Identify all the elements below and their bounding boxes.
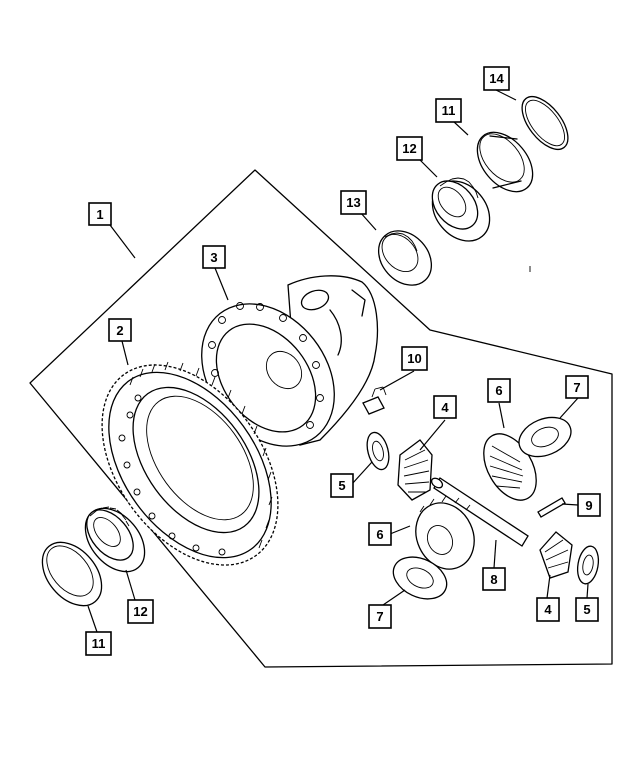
part-roller-bearing-top	[431, 177, 491, 242]
part-thrust-washer-right	[518, 416, 572, 458]
callout-label: 11	[442, 103, 456, 118]
callout-4-right: 4	[536, 597, 560, 622]
callout-label: 4	[441, 400, 449, 415]
callout-6-left: 6	[368, 522, 392, 546]
callout-1: 1	[88, 202, 112, 226]
part-pinion-gear-left	[397, 439, 433, 501]
part-pinion-gear-right	[539, 531, 573, 579]
callout-label: 1	[96, 207, 103, 222]
part-thrust-washer-right-small	[576, 545, 600, 585]
callout-label: 9	[585, 498, 592, 513]
callout-label: 2	[116, 323, 123, 338]
part-side-gear-left	[415, 495, 475, 570]
callout-label: 7	[376, 609, 383, 624]
part-ring-gear	[101, 361, 279, 566]
part-thrust-washer-left	[366, 431, 390, 471]
callout-11-top: 11	[435, 98, 462, 123]
callout-label: 6	[495, 383, 502, 398]
callout-label: 8	[490, 572, 497, 587]
callout-label: 11	[92, 636, 106, 651]
part-snap-ring	[521, 96, 569, 150]
callout-label: 13	[346, 195, 360, 210]
part-roller-bearing-bottom	[84, 506, 146, 573]
callout-14: 14	[483, 66, 510, 91]
part-thrust-washer-bottom	[392, 556, 448, 600]
callout-12-top: 12	[396, 136, 423, 161]
callout-label: 3	[210, 250, 217, 265]
callout-label: 12	[133, 604, 147, 619]
callout-7-bottom: 7	[368, 604, 392, 629]
callout-9: 9	[577, 493, 601, 517]
callout-label: 10	[407, 351, 421, 366]
callout-label: 14	[489, 71, 504, 86]
ring-gear-bolt-holes	[118, 394, 226, 556]
callout-12-bottom: 12	[127, 599, 154, 624]
callout-label: 6	[376, 527, 383, 542]
callout-label: 7	[573, 380, 580, 395]
callout-4-left: 4	[433, 395, 457, 419]
callout-8: 8	[482, 567, 506, 591]
assembly-boundary	[29, 169, 613, 668]
callout-label: 4	[544, 602, 552, 617]
part-bearing-cone	[377, 230, 433, 286]
callout-3: 3	[202, 245, 226, 269]
callout-5-left: 5	[330, 473, 354, 498]
callout-13: 13	[340, 190, 367, 215]
case-bolt-holes	[208, 302, 324, 429]
leader-lines	[87, 89, 589, 633]
callout-label: 5	[338, 478, 345, 493]
part-bearing-cup-bottom	[41, 541, 103, 607]
part-bearing-cup-top	[476, 131, 534, 193]
callout-5-right: 5	[575, 597, 599, 622]
callout-label: 12	[402, 141, 416, 156]
callout-11-bottom: 11	[85, 631, 112, 656]
callout-6-right: 6	[487, 378, 511, 403]
callout-7-right: 7	[565, 375, 589, 399]
callout-10: 10	[401, 346, 428, 371]
callout-label: 5	[583, 602, 590, 617]
part-bolt	[362, 386, 387, 415]
part-roll-pin	[537, 497, 566, 518]
part-pinion-shaft	[430, 477, 529, 547]
callout-2: 2	[108, 318, 132, 342]
